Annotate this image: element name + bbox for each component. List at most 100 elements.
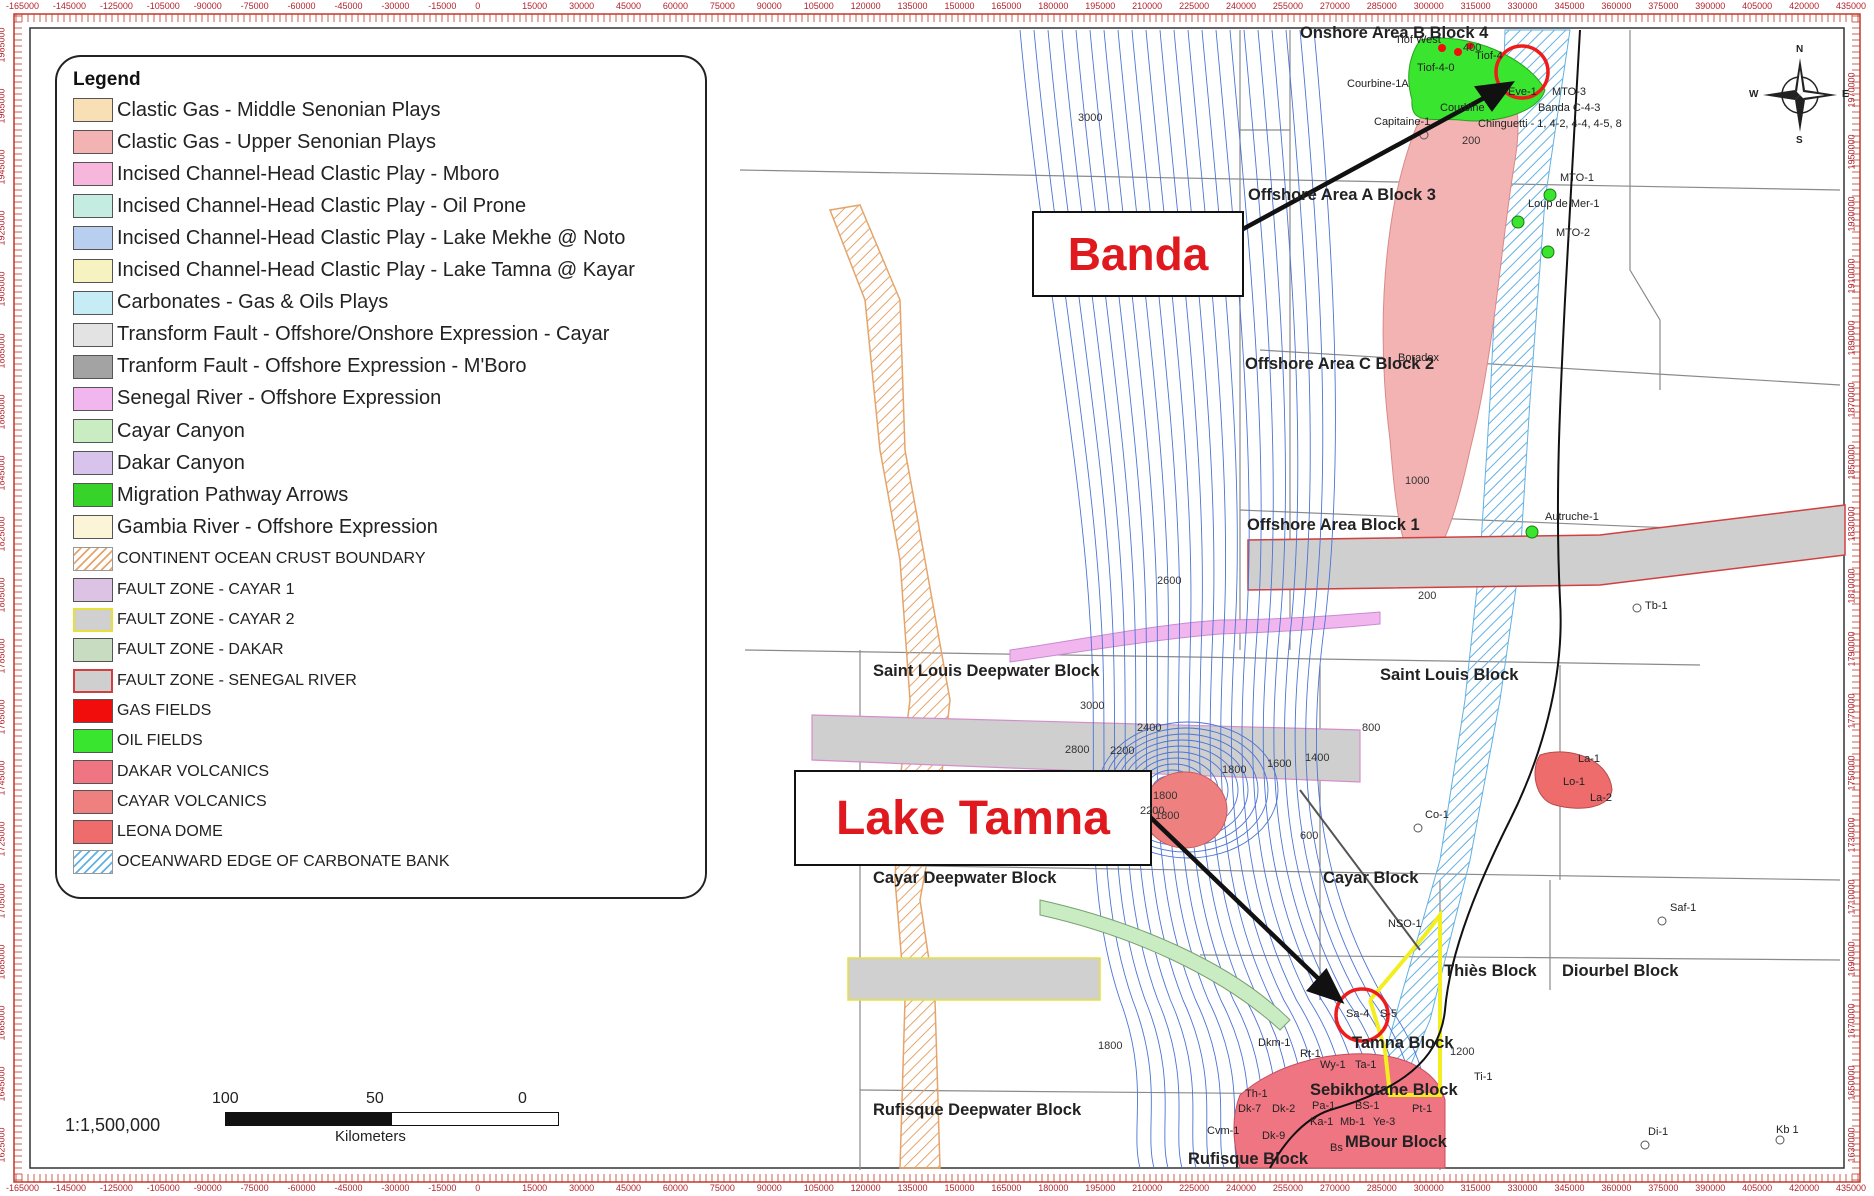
legend-label: GAS FIELDS — [117, 701, 212, 719]
contour-label: 200 — [1418, 590, 1437, 602]
contour-label: 400 — [1463, 42, 1482, 54]
x-tick-label: -105000 — [146, 1183, 180, 1193]
x-tick-label: 225000 — [1179, 1, 1210, 11]
x-tick-label: -125000 — [99, 1183, 133, 1193]
block-tamna: Tamna Block — [1352, 1034, 1454, 1052]
legend-label: OCEANWARD EDGE OF CARBONATE BANK — [117, 853, 450, 871]
y-tick-label: 1910000 — [1846, 258, 1857, 294]
well-dk-9: Dk-9 — [1262, 1130, 1286, 1142]
well-tiof-west: Tiof West — [1395, 34, 1441, 46]
x-tick-label: 120000 — [850, 1183, 881, 1193]
y-tick-label: 1805000 — [0, 577, 7, 613]
block-cayar-deep: Cayar Deepwater Block — [873, 869, 1057, 887]
y-tick-label: 1730000 — [1846, 817, 1857, 853]
well-autruche: Autruche-1 — [1545, 511, 1599, 523]
continent-ocean-boundary — [828, 204, 951, 1169]
legend-swatch — [73, 515, 113, 540]
y-tick-label: 1765000 — [0, 699, 7, 735]
legend-label: Dakar Canyon — [117, 451, 245, 474]
y-tick-label: 1705000 — [0, 883, 7, 919]
transform-fault-cayar — [1299, 789, 1421, 951]
well-nso-1: NSO-1 — [1388, 918, 1422, 930]
tick-marks-top — [15, 14, 1859, 22]
y-tick-label: 1670000 — [1846, 1003, 1857, 1039]
x-tick-label: 315000 — [1460, 1183, 1491, 1193]
x-tick-label: 420000 — [1789, 1183, 1820, 1193]
legend-panel: Legend Clastic Gas - Middle Senonian Pla… — [55, 55, 707, 899]
y-tick-label: 1625000 — [0, 1127, 7, 1163]
compass-s: S — [1796, 135, 1803, 146]
x-tick-label: 240000 — [1226, 1, 1257, 11]
y-tick-label: 1630000 — [1846, 1127, 1857, 1163]
y-tick-label: 1790000 — [1846, 630, 1857, 667]
legend-swatch — [73, 322, 113, 347]
dakar-volcanics — [1233, 1053, 1446, 1169]
scale-units: Kilometers — [335, 1128, 406, 1145]
legend-item: CAYAR VOLCANICS — [73, 789, 267, 815]
contour-label: 2600 — [1157, 575, 1182, 587]
x-tick-label: 210000 — [1132, 1, 1163, 11]
x-tick-label: 375000 — [1648, 1, 1679, 11]
compass-w: W — [1749, 89, 1759, 100]
contour-label: 1000 — [1405, 475, 1430, 487]
x-tick-label: 360000 — [1601, 1, 1632, 11]
legend-label: Senegal River - Offshore Expression — [117, 387, 442, 410]
x-tick-label: -75000 — [240, 1, 269, 11]
block-offshore-c2: Offshore Area C Block 2 — [1245, 355, 1435, 373]
x-tick-label: 330000 — [1507, 1, 1538, 11]
tick-marks-bottom — [15, 1174, 1859, 1182]
legend-item: Clastic Gas - Middle Senonian Plays — [73, 97, 440, 123]
x-tick-label: 60000 — [662, 1, 688, 11]
legend-swatch — [73, 451, 113, 476]
x-tick-label: 120000 — [850, 1, 881, 11]
x-tick-label: -15000 — [428, 1183, 457, 1193]
legend-label: Clastic Gas - Middle Senonian Plays — [117, 98, 441, 121]
x-tick-label: -90000 — [193, 1, 222, 11]
legend-swatch — [73, 162, 113, 187]
well-sa-4: Sa-4 — [1346, 1008, 1370, 1020]
x-tick-label: 420000 — [1789, 1, 1820, 11]
legend-label: OIL FIELDS — [117, 732, 203, 750]
legend-item: Tranform Fault - Offshore Expression - M… — [73, 354, 527, 380]
well-chinguetti: Chinguetti - 1, 4-2, 4-4, 4-5, 8 — [1478, 118, 1622, 130]
y-tick-label: 1885000 — [0, 333, 7, 369]
legend-item: Incised Channel-Head Clastic Play - Oil … — [73, 193, 526, 219]
contour-label: 1600 — [1267, 758, 1292, 770]
well-dkm-1: Dkm-1 — [1258, 1037, 1291, 1049]
y-tick-label: 1645000 — [0, 1066, 7, 1102]
well-ta-1: Ta-1 — [1355, 1059, 1377, 1071]
legend-swatch — [73, 759, 113, 784]
legend-label: Incised Channel-Head Clastic Play - Lake… — [117, 259, 635, 281]
contour-label: 1200 — [1450, 1046, 1475, 1058]
y-tick-label: 1905000 — [0, 271, 7, 307]
well-s-5: S-5 — [1380, 1008, 1398, 1020]
contour-label: 3000 — [1080, 700, 1105, 712]
legend-item: OCEANWARD EDGE OF CARBONATE BANK — [73, 849, 449, 875]
legend-item: FAULT ZONE - DAKAR — [73, 637, 284, 663]
x-tick-label: 270000 — [1319, 1, 1350, 11]
well-mto-2: MTO-2 — [1556, 227, 1591, 239]
x-tick-label: 90000 — [756, 1, 782, 11]
legend-item: Dakar Canyon — [73, 450, 245, 476]
lake-tamna-callout: Lake Tamna — [794, 770, 1152, 866]
x-tick-label: 255000 — [1272, 1, 1303, 11]
contour-label: 600 — [1300, 830, 1319, 842]
well-ka-1: Ka-1 — [1310, 1116, 1334, 1128]
y-tick-label: 1690000 — [1846, 941, 1857, 977]
legend-swatch — [73, 547, 113, 572]
legend-swatch — [73, 820, 113, 845]
well-saf-1: Saf-1 — [1670, 902, 1697, 914]
contour-label: 2200 — [1140, 805, 1165, 817]
well-mto-1: MTO-1 — [1560, 172, 1595, 184]
legend-swatch — [73, 850, 113, 875]
well-capitaine: Capitaine-1 — [1374, 116, 1431, 128]
x-tick-label: -145000 — [52, 1, 86, 11]
well-kb-1: Kb 1 — [1776, 1124, 1799, 1136]
well-dk-2: Dk-2 — [1272, 1103, 1296, 1115]
well-la-1: La-1 — [1578, 753, 1601, 765]
well-bs-1: BS-1 — [1355, 1100, 1380, 1112]
legend-swatch — [73, 130, 113, 155]
x-tick-label: 405000 — [1742, 1183, 1773, 1193]
x-tick-label: 135000 — [897, 1, 928, 11]
contour-label: 1800 — [1153, 790, 1178, 802]
